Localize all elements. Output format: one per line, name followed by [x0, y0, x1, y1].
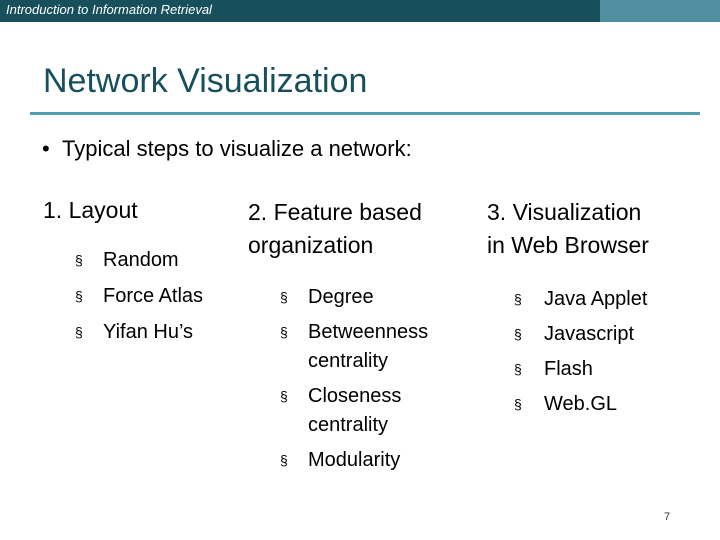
item-text: Modularity — [308, 449, 401, 471]
step-heading-line: 1. Layout — [43, 197, 138, 223]
header-accent-bar — [600, 0, 720, 22]
step-items-layout: § Random § Force Atlas § Yifan Hu’s — [75, 242, 233, 350]
section-sign-bullet-icon: § — [514, 326, 522, 342]
step-items-web-browser: § Java Applet § Javascript § Flash § Web.GL — [514, 282, 712, 422]
list-item: § Java Applet — [514, 282, 712, 317]
item-text: Yifan Hu’s — [103, 321, 194, 343]
header-bar: Introduction to Information Retrieval — [0, 0, 600, 22]
section-sign-bullet-icon: § — [75, 288, 83, 304]
step-heading-line: in Web Browser — [487, 232, 649, 258]
step-heading-feature-organization: 2. Feature based organization — [248, 196, 458, 262]
item-text: Force Atlas — [103, 285, 204, 307]
list-item: § Flash — [514, 352, 712, 387]
item-text: Betweenness centrality — [308, 321, 429, 372]
slide-title: Network Visualization — [43, 62, 368, 100]
intro-bullet-point: • Typical steps to visualize a network: — [42, 136, 412, 162]
item-text: Javascript — [544, 323, 635, 345]
list-item: § Web.GL — [514, 387, 712, 422]
item-text: Random — [103, 249, 179, 271]
section-sign-bullet-icon: § — [75, 252, 83, 268]
item-text: Closeness centrality — [308, 385, 402, 436]
step-heading-line: 2. Feature based — [248, 199, 422, 225]
step-column-layout: 1. Layout § Random § Force Atlas § Yifan Hu… — [43, 194, 233, 350]
bullet-icon: • — [42, 136, 50, 161]
page-number: 7 — [664, 511, 671, 523]
section-sign-bullet-icon: § — [280, 388, 288, 404]
section-sign-bullet-icon: § — [280, 452, 288, 468]
intro-text: Typical steps to visualize a network: — [62, 136, 412, 161]
step-column-web-browser: 3. Visualization in Web Browser § Java Ap… — [487, 196, 712, 422]
list-item: § Modularity — [280, 446, 458, 475]
list-item: § Javascript — [514, 317, 712, 352]
step-column-feature-organization: 2. Feature based organization § Degree § B… — [248, 196, 458, 481]
list-item: § Yifan Hu’s — [75, 314, 233, 350]
list-item: § Force Atlas — [75, 278, 233, 314]
step-items-feature-organization: § Degree § Betweenness centrality § Closene… — [280, 283, 458, 475]
section-sign-bullet-icon: § — [280, 324, 288, 340]
item-text: Web.GL — [544, 393, 617, 415]
list-item: § Degree — [280, 283, 458, 312]
item-text: Java Applet — [544, 288, 648, 310]
list-item: § Closeness centrality — [280, 382, 458, 440]
course-title: Introduction to Information Retrieval — [6, 2, 212, 17]
section-sign-bullet-icon: § — [514, 396, 522, 412]
section-sign-bullet-icon: § — [280, 289, 288, 305]
list-item: § Betweenness centrality — [280, 318, 458, 376]
step-heading-line: organization — [248, 232, 374, 258]
item-text: Degree — [308, 286, 374, 308]
section-sign-bullet-icon: § — [75, 324, 83, 340]
section-sign-bullet-icon: § — [514, 291, 522, 307]
step-heading-layout: 1. Layout — [43, 194, 233, 227]
item-text: Flash — [544, 358, 593, 380]
step-heading-line: 3. Visualization — [487, 199, 642, 225]
title-divider — [30, 112, 700, 115]
step-heading-web-browser: 3. Visualization in Web Browser — [487, 196, 712, 262]
list-item: § Random — [75, 242, 233, 278]
section-sign-bullet-icon: § — [514, 361, 522, 377]
